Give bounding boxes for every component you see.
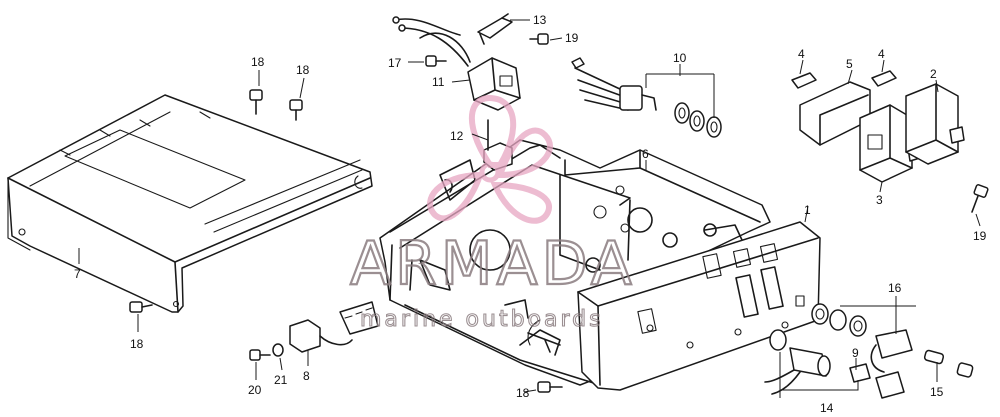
label-part-21: 21	[274, 373, 288, 387]
fuse-part-15	[923, 349, 945, 365]
screw-part-18-c	[129, 301, 153, 313]
screw-part-18-a	[249, 89, 263, 115]
watermark-brand: ARMADA	[350, 229, 636, 299]
armada-logo	[427, 95, 553, 224]
washer-part-21	[272, 343, 284, 357]
label-part-5: 5	[846, 57, 853, 71]
label-part-18-d: 18	[516, 386, 530, 400]
label-part-10: 10	[673, 51, 687, 65]
label-part-4-left: 4	[798, 47, 805, 61]
cap-part-15	[956, 362, 974, 378]
cover-plate-part-7	[7, 94, 373, 313]
label-part-14: 14	[820, 401, 834, 415]
label-part-6: 6	[642, 147, 649, 161]
watermark-tagline: marine outboards	[360, 307, 604, 332]
screw-part-20	[249, 349, 271, 361]
label-part-13: 13	[533, 13, 547, 27]
label-part-19-top: 19	[565, 31, 579, 45]
screw-part-18-d	[537, 381, 563, 393]
main-frame-part-6	[379, 139, 771, 386]
label-part-8: 8	[303, 369, 310, 383]
connector-part-8	[289, 301, 379, 353]
rubber-pad-part-4-right	[871, 70, 897, 87]
label-part-9: 9	[852, 346, 859, 360]
indicator-lamp-part-16	[870, 329, 913, 373]
screw-part-17	[425, 55, 447, 67]
grommets-part-16	[811, 303, 867, 337]
screw-part-18-b	[289, 99, 303, 121]
screw-part-19-top	[529, 33, 549, 45]
label-part-1: 1	[804, 203, 811, 217]
label-part-4-right: 4	[878, 47, 885, 61]
screw-part-19-right	[971, 184, 989, 213]
clamp-part-13	[477, 13, 513, 45]
label-part-7: 7	[74, 267, 81, 281]
label-part-18-c: 18	[130, 337, 144, 351]
fuse-holder-part-14	[764, 329, 831, 395]
label-part-2: 2	[930, 67, 937, 81]
label-part-12: 12	[450, 129, 464, 143]
label-part-19-right: 19	[973, 229, 987, 243]
label-part-20: 20	[248, 383, 262, 397]
front-panel-part-1	[577, 221, 821, 391]
label-part-18-b: 18	[296, 63, 310, 77]
label-part-16: 16	[888, 281, 902, 295]
toggle-switch-part-10	[571, 57, 722, 138]
relay-part-2	[905, 83, 965, 165]
rubber-pad-part-4-left	[791, 72, 817, 89]
lamp-holder-part-9	[849, 363, 905, 399]
label-part-11: 11	[432, 75, 445, 89]
label-part-18-a: 18	[251, 55, 265, 69]
label-part-15: 15	[930, 385, 944, 399]
label-part-3: 3	[876, 193, 883, 207]
leader-lines	[78, 19, 981, 398]
label-part-17: 17	[388, 56, 402, 70]
